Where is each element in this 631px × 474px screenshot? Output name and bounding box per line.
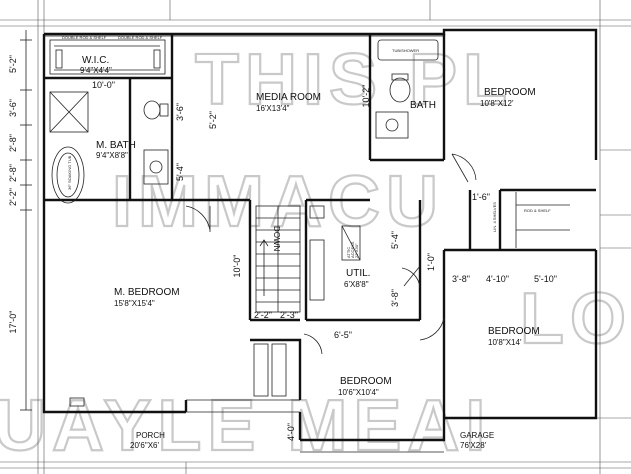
media-room-dims: 16'X13'4" [256, 104, 290, 113]
dim-left-a: 5'-2" [8, 55, 18, 73]
exterior-walls [42, 28, 598, 442]
porch-name: PORCH [136, 431, 165, 440]
media-room-name: MEDIA ROOM [256, 92, 321, 103]
dim-media-left: 5'-2" [208, 111, 218, 129]
soaking-tub-label: 36" SOAKING TUB [67, 155, 72, 190]
utility-dims: 6'X8'8" [344, 280, 369, 289]
watermark-line-2: IMMACU [112, 162, 444, 242]
double-shelf-label-1: DOUBLE ROD & SHELF [62, 35, 107, 40]
bedroom-se-name: BEDROOM [488, 326, 540, 337]
attic-line2: ACCESS [350, 241, 355, 258]
linen-label: LIN. 4 SHELVES [492, 202, 497, 232]
room-utility: ATTIC ACCESS 22"X30" UTIL. 6'X8'8" 6'-5"… [309, 205, 436, 340]
interior-walls [44, 34, 596, 400]
dim-left-e: 2'-2" [8, 188, 18, 206]
dim-porch-depth: 4'-0" [286, 423, 296, 441]
room-bedroom-s: BEDROOM 10'6"X10'4" 4'-0" [253, 333, 392, 441]
dim-wic-width: 10'-0" [92, 80, 115, 90]
master-bath-dims: 9'4"X8'8" [96, 151, 128, 160]
room-master-bedroom: M. BEDROOM 15'8"X15'4" 10'-0" [69, 205, 242, 407]
left-dimension-strip: 5'-2" 3'-6" 2'-8" 2'-8" 2'-2" 17'-0" [8, 30, 32, 411]
watermark-line-4: UAYLE MEAI [0, 386, 491, 466]
dim-hall-b: 1'-0" [426, 253, 436, 271]
bedroom-s-dims: 10'6"X10'4" [338, 388, 379, 397]
exterior-labels: PORCH 20'6"X6' GARAGE 76'X28' [130, 411, 494, 453]
master-bath-name: M. BATH [96, 140, 136, 151]
stairs: DOWN 2'-2" 2'-3" [254, 205, 301, 320]
dim-bath-vert: 10'-2" [361, 85, 371, 108]
attic-label: ATTIC [346, 247, 351, 258]
tub-shower-label: TUB/SHOWER [392, 48, 419, 53]
stairs-down-label: DOWN [272, 226, 281, 252]
dim-util-width: 6'-5" [334, 330, 352, 340]
room-bath: TUB/SHOWER BATH 10'-2" [361, 39, 439, 139]
bedroom-se-dims: 10'8"X14' [488, 338, 522, 347]
rod-shelf-label: ROD & SHELF [524, 208, 551, 213]
dim-hall-a: 5'-4" [390, 231, 400, 249]
master-bedroom-dims: 15'8"X15'4" [114, 299, 155, 308]
room-bedroom-ne: BEDROOM 10'8"X12' [451, 87, 536, 183]
closet-linen: 1'-6" LIN. 4 SHELVES ROD & SHELF 3'-8" 4… [452, 192, 557, 284]
porch-dims: 20'6"X6' [130, 441, 160, 450]
dim-closet-c: 1'-6" [472, 192, 490, 202]
utility-name: UTIL. [346, 268, 370, 279]
watermark-line-1: THIS PL [195, 40, 513, 120]
dim-hall-e: 5'-10" [534, 274, 557, 284]
double-shelf-label-2: DOUBLE ROD & SHELF [118, 35, 163, 40]
watermark-line-3: LO [520, 279, 631, 359]
room-wic: DOUBLE ROD & SHELF DOUBLE ROD & SHELF W.… [49, 35, 166, 90]
dim-left-c: 2'-8" [8, 134, 18, 152]
dim-left-d: 2'-8" [8, 164, 18, 182]
attic-dims: 22"X30" [354, 243, 359, 258]
garage-dims: 76'X28' [460, 441, 487, 450]
master-bedroom-name: M. BEDROOM [114, 287, 180, 298]
bath-name: BATH [410, 100, 436, 111]
room-master-bath: 36" SOAKING TUB M. BATH 9'4"X8'8" 3'-6" … [49, 91, 185, 204]
wic-dims: 9'4"X4'4" [80, 66, 112, 75]
dim-left-total: 17'-0" [8, 311, 18, 334]
room-bedroom-se: BEDROOM 10'8"X14' [419, 317, 540, 347]
dim-hall-c: 3'-8" [452, 274, 470, 284]
dim-media-height-a: 3'-6" [175, 103, 185, 121]
dim-media-height-b: 5'-4" [175, 163, 185, 181]
bedroom-s-name: BEDROOM [340, 376, 392, 387]
dim-util-height: 3'-8" [390, 289, 400, 307]
dim-closet-a: 2'-2" [254, 310, 272, 320]
dim-hall-d: 4'-10" [486, 274, 509, 284]
dim-stair-run: 10'-0" [232, 255, 242, 278]
room-media: MEDIA ROOM 16'X13'4" 5'-2" [208, 92, 321, 129]
bedroom-ne-name: BEDROOM [484, 87, 536, 98]
dim-left-b: 3'-6" [8, 99, 18, 117]
garage-name: GARAGE [460, 431, 494, 440]
dim-closet-b: 2'-3" [280, 310, 298, 320]
wic-name: W.I.C. [82, 55, 109, 66]
bedroom-ne-dims: 10'8"X12' [480, 99, 514, 108]
watermark: THIS PL IMMACU LO UAYLE MEAI [0, 39, 631, 467]
